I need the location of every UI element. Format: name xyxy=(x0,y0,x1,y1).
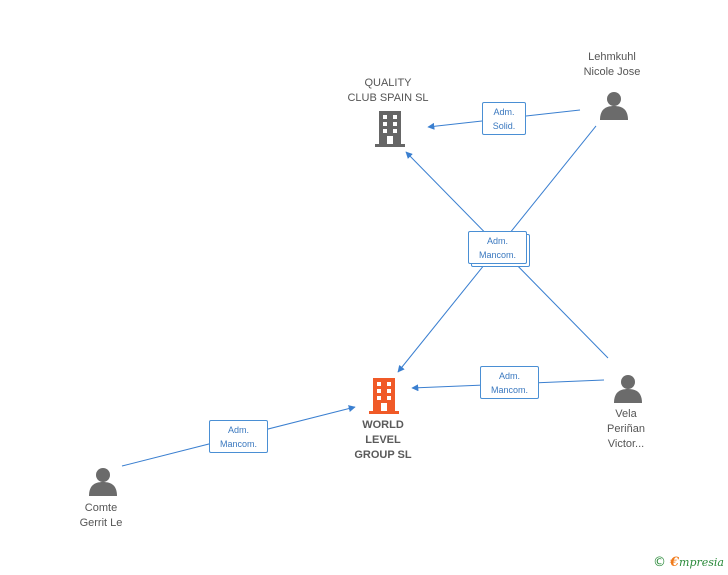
company-label-world-level: WORLD LEVEL GROUP SL xyxy=(354,419,412,461)
brand-name: mpresia xyxy=(679,556,724,569)
badge-line1: Adm. xyxy=(498,371,520,381)
edge-badge-adm-mancom-comte[interactable]: Adm. Mancom. xyxy=(209,420,268,453)
edge-badge-adm-solid[interactable]: Adm. Solid. xyxy=(482,102,526,135)
copyright-symbol: © xyxy=(652,555,666,570)
company-label-quality-club: QUALITY CLUB SPAIN SL xyxy=(347,77,429,104)
person-icon[interactable] xyxy=(613,373,643,403)
empresia-logo: ©€mpresia xyxy=(653,555,724,570)
person-icon[interactable] xyxy=(88,466,118,496)
edge-badge-adm-mancom-center[interactable]: Adm. Mancom. xyxy=(468,231,527,264)
badge-line1: Adm. xyxy=(486,236,508,246)
person-label-comte: Comte Gerrit Le xyxy=(79,502,123,529)
badge-line2: Mancom. xyxy=(219,439,257,449)
person-label-lehmkuhl: Lehmkuhl Nicole Jose xyxy=(583,51,641,78)
badge-line2: Mancom. xyxy=(490,385,528,395)
building-icon[interactable] xyxy=(375,111,405,147)
edge-badge-adm-mancom-vela[interactable]: Adm. Mancom. xyxy=(480,366,539,399)
badge-line2: Mancom. xyxy=(478,250,516,260)
badge-line1: Adm. xyxy=(227,425,249,435)
person-label-vela: Vela Periñan Victor... xyxy=(607,408,645,450)
person-icon[interactable] xyxy=(599,90,629,120)
brand-initial: € xyxy=(669,555,680,570)
badge-line2: Solid. xyxy=(492,121,516,131)
badge-line1: Adm. xyxy=(493,107,515,117)
building-icon[interactable] xyxy=(369,378,399,414)
